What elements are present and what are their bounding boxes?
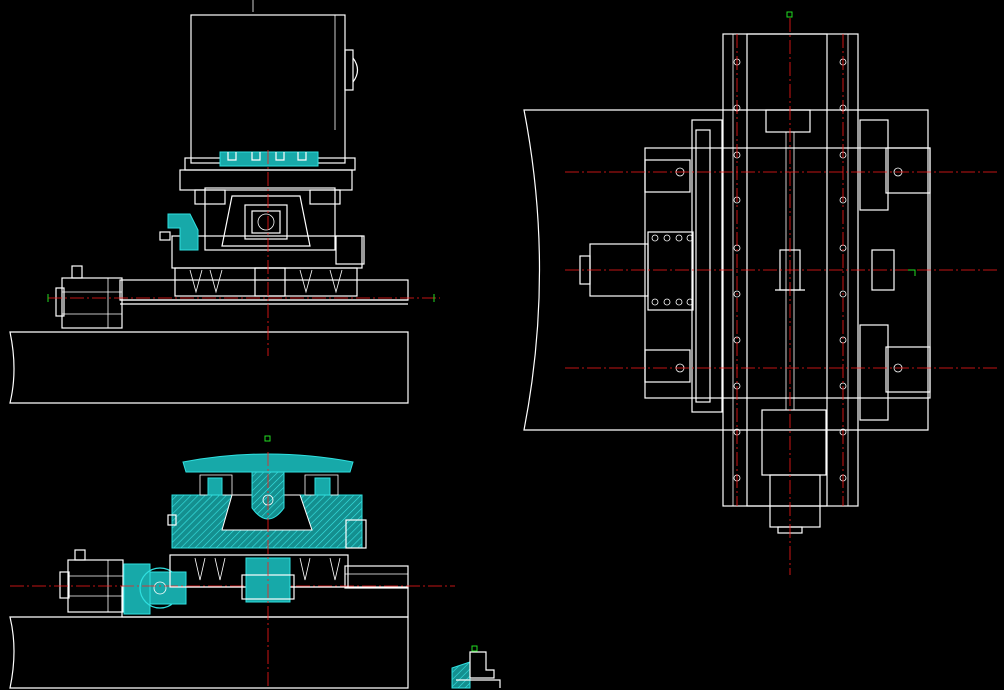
servo-motor — [55, 265, 123, 329]
base-bed — [9, 331, 409, 404]
top-base-bed — [523, 109, 929, 431]
detail-view — [451, 645, 501, 689]
long-table — [722, 33, 895, 534]
spindle-box — [184, 14, 359, 171]
saddle — [171, 235, 365, 297]
side-motor — [59, 549, 124, 613]
trunnion-body-section — [167, 469, 367, 549]
coupling — [123, 563, 187, 615]
top-motor — [579, 231, 694, 311]
side-section-view — [9, 435, 455, 689]
guide-rail — [119, 279, 409, 301]
top-view — [523, 11, 1000, 575]
rotary-head — [159, 169, 353, 251]
cross-slide — [644, 147, 931, 399]
front-view — [9, 0, 440, 404]
side-base-bed — [9, 616, 409, 689]
